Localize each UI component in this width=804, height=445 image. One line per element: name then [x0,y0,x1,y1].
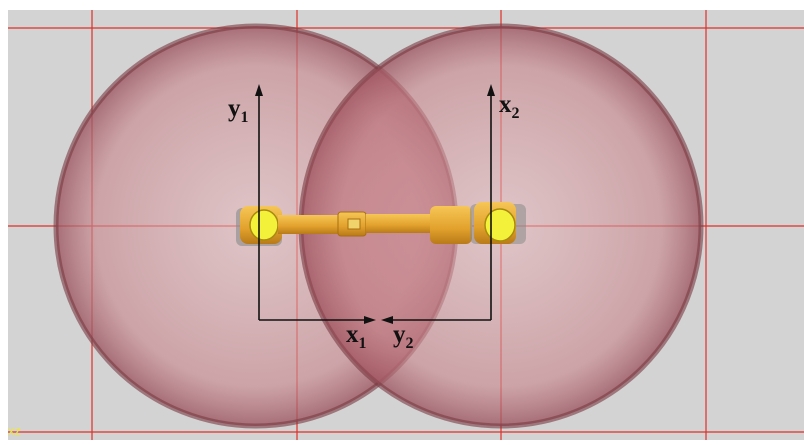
frame2-x-subscript: 2 [511,105,520,122]
frame1-x-letter: x [346,321,359,348]
right-elbow [430,206,472,244]
frame2-x-label: x2 [499,92,520,122]
frame2-y-letter: y [393,321,406,348]
frame2-y-label: y2 [393,322,414,352]
frame2-x-arrowhead [487,84,495,96]
right-joint-icon [484,208,516,242]
frame1-x-arrowhead [364,316,376,324]
frame2-y-subscript: 2 [405,335,414,352]
frame1-x-subscript: 1 [358,335,367,352]
robot-assembly [236,202,526,246]
view-axis-indicator: xz [8,423,21,438]
coordinate-frames [255,84,495,324]
left-joint-icon [249,209,279,241]
frame1-y-subscript: 1 [240,109,249,126]
frame2-x-letter: x [499,91,512,118]
frame1-y-letter: y [228,95,241,122]
frame1-x-label: x1 [346,322,367,352]
frame1-y-label: y1 [228,96,249,126]
right-upper-arm [366,214,446,233]
center-wrist-detail [347,218,361,230]
frame2-y-arrowhead [381,316,393,324]
frame1-y-arrowhead [255,84,263,96]
